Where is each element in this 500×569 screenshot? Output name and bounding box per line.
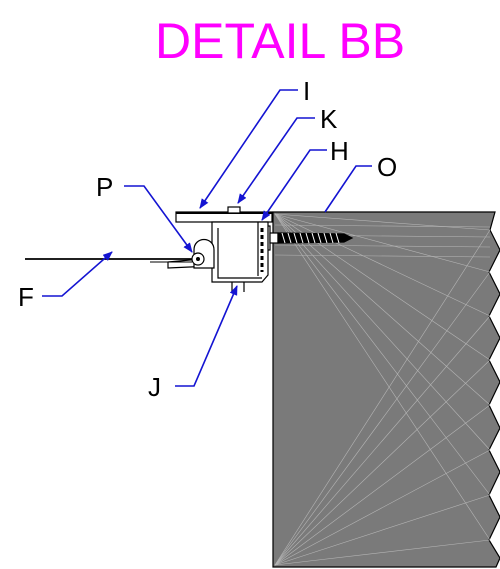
callout-f: F — [18, 282, 34, 312]
facet-line — [274, 404, 491, 566]
facet-line — [274, 539, 491, 566]
block-facet-lines — [274, 213, 491, 566]
facet-line — [274, 254, 491, 258]
facet-line — [274, 315, 491, 566]
facet-line — [274, 213, 491, 317]
leader-p — [124, 185, 193, 253]
facet-line — [274, 359, 491, 566]
detail-title: DETAIL BB — [155, 13, 405, 69]
facet-line — [274, 224, 491, 228]
callout-o: O — [377, 152, 397, 182]
facet-line — [274, 244, 491, 248]
callout-labels: I K H O P F J — [18, 76, 397, 402]
leader-f — [42, 251, 113, 297]
facet-line — [274, 213, 491, 273]
facet-line — [274, 213, 491, 541]
callout-j: J — [148, 372, 161, 402]
facet-line — [274, 213, 491, 451]
facet-line — [274, 449, 491, 566]
callout-k: K — [320, 104, 338, 134]
callout-leaders — [42, 89, 372, 387]
leader-i — [199, 89, 298, 209]
facet-line — [274, 213, 491, 231]
facet-line — [274, 229, 491, 566]
leader-o — [324, 165, 372, 213]
substrate-block — [272, 211, 500, 568]
leader-h — [261, 149, 327, 221]
leader-j — [175, 285, 238, 387]
leader-k — [237, 117, 315, 204]
facet-line — [274, 494, 491, 566]
hinge-knuckle — [191, 238, 215, 269]
callout-p: P — [96, 172, 113, 202]
callout-h: H — [330, 136, 349, 166]
facet-line — [274, 213, 491, 406]
facet-line — [274, 213, 491, 496]
callout-i: I — [303, 76, 310, 106]
facet-line — [274, 271, 491, 566]
channel-extrusion — [167, 221, 269, 292]
